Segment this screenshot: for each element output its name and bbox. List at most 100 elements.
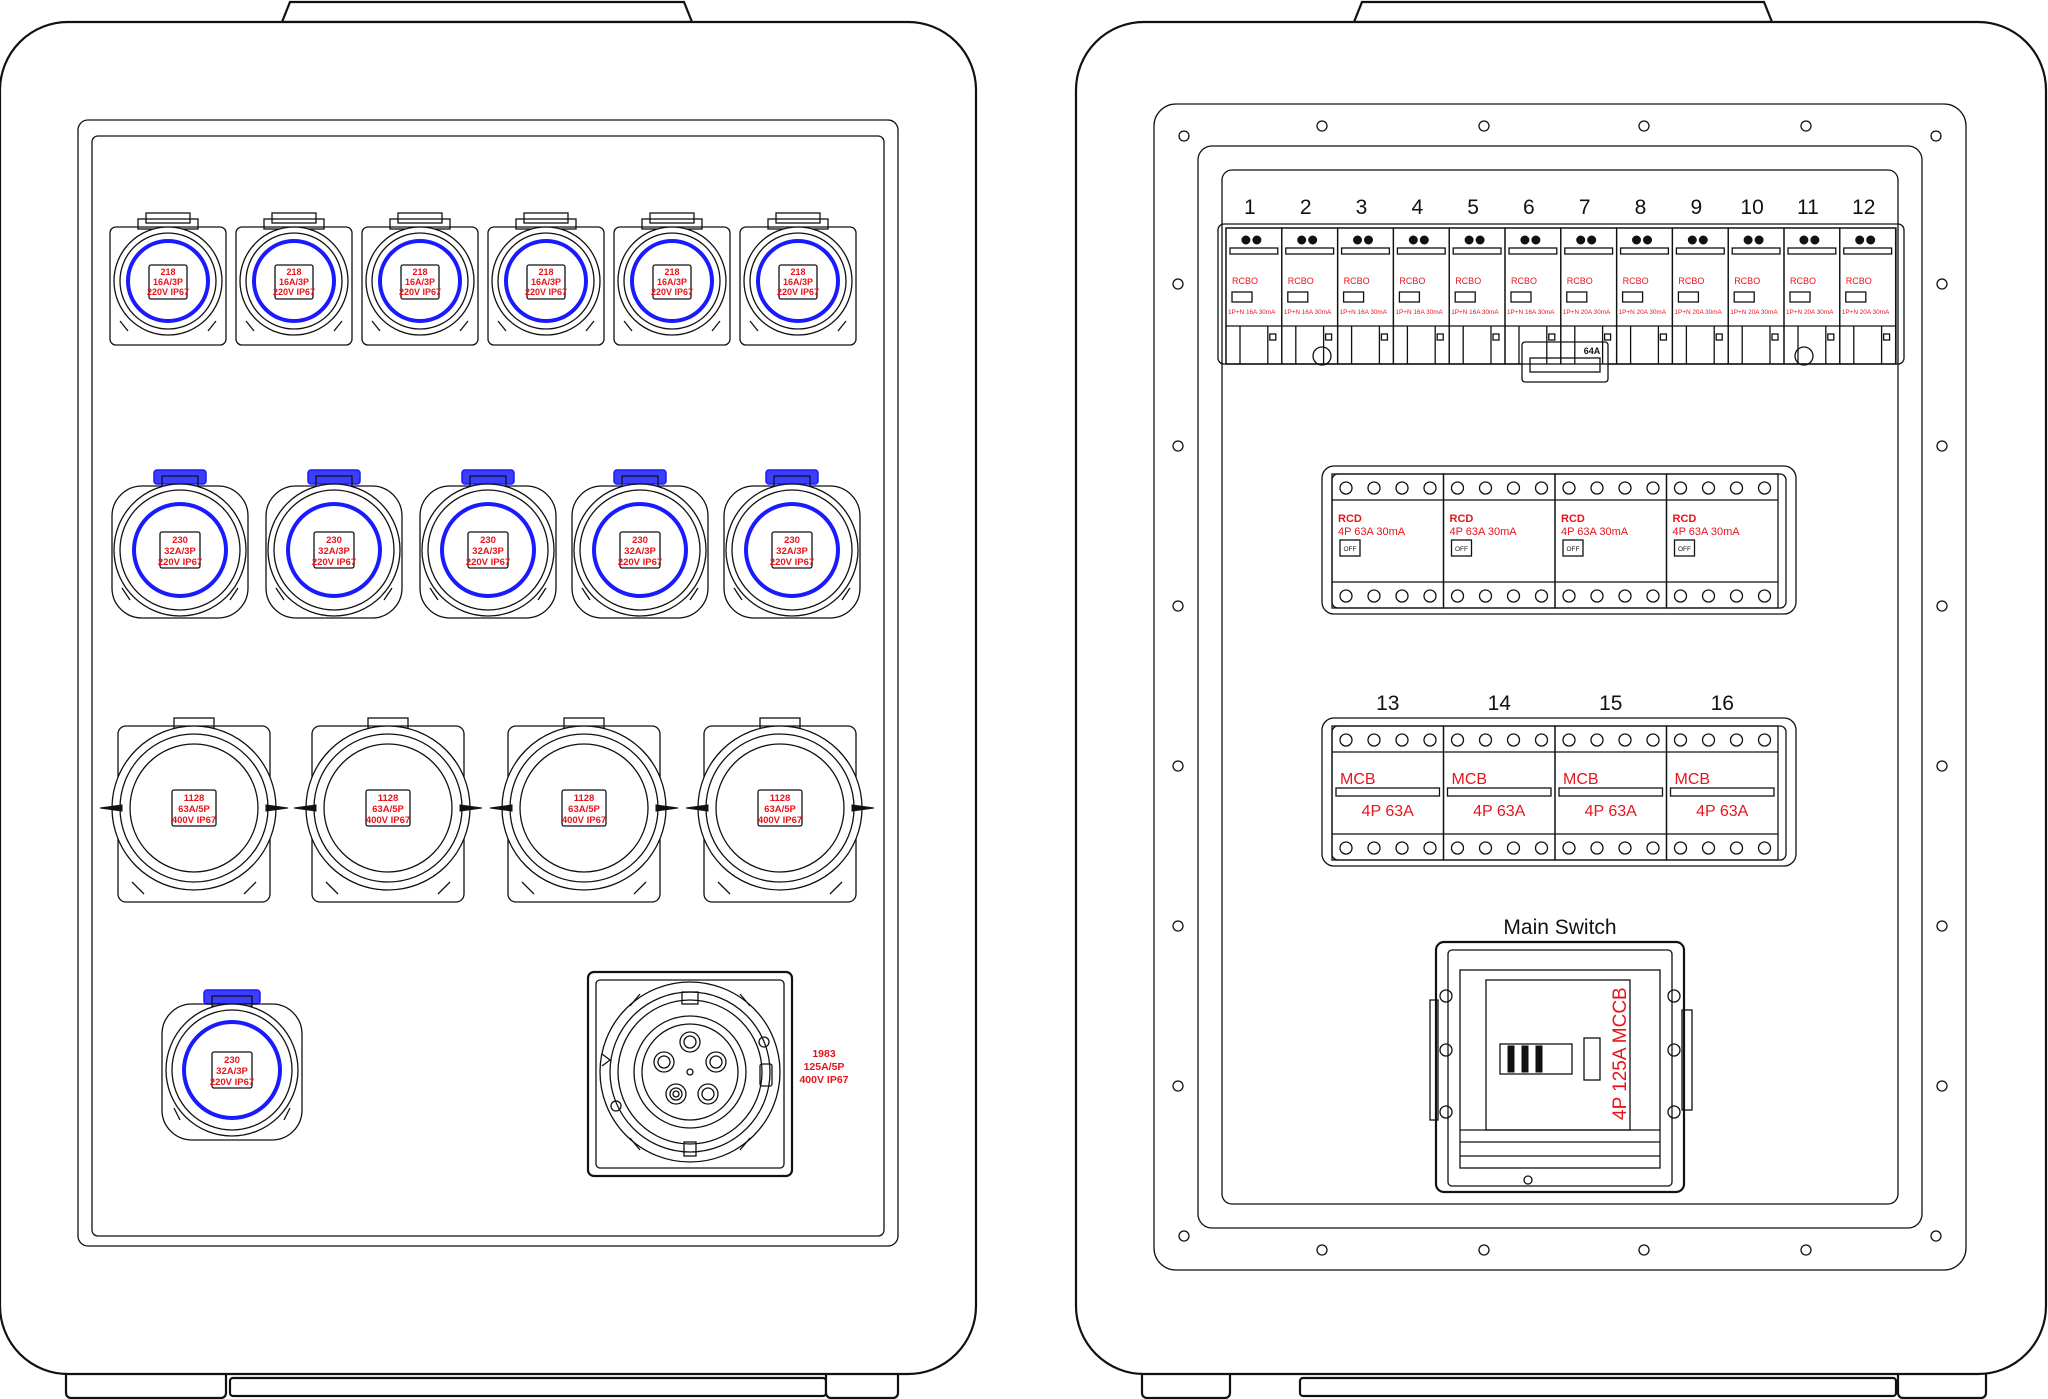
rcbo-module[interactable]: RCBO 1P+N 20A 30mA: [1615, 227, 1674, 365]
screw: [1936, 920, 1948, 932]
socket-label-l2: 32A/3P: [776, 546, 808, 557]
socket-32a-single[interactable]: 230 32A/3P 220V IP67: [161, 989, 303, 1141]
screw: [1172, 1080, 1184, 1092]
mcb-rating: 4P 63A: [1473, 803, 1526, 820]
rcd-type: RCD: [1450, 513, 1474, 525]
socket-label-voltage: 220V IP67: [210, 1077, 254, 1088]
socket-label-l3: 220V IP67: [312, 557, 356, 568]
circuit-number: 13: [1376, 692, 1399, 715]
rcd-type: RCD: [1561, 513, 1585, 525]
mcb-rating: 4P 63A: [1696, 803, 1749, 820]
rcbo-type: RCBO: [1623, 276, 1649, 286]
circuit-number: 15: [1599, 692, 1622, 715]
circuit-number: 4: [1411, 196, 1423, 219]
screw: [1930, 1230, 1942, 1242]
socket-label-l3: 220V IP67: [618, 557, 662, 568]
terminal-label: 64A: [1584, 346, 1601, 356]
inlet-label-code: 1983: [812, 1048, 836, 1060]
rcd-type: RCD: [1338, 513, 1362, 525]
socket-label-l3: 400V IP67: [366, 815, 410, 826]
mccb-label: 4P 125A MCCB: [1610, 987, 1631, 1120]
rcbo-type: RCBO: [1232, 276, 1258, 286]
circuit-number: 16: [1711, 692, 1734, 715]
main-switch[interactable]: Main Switch 4P 125A MCCB: [1429, 916, 1693, 1194]
screw: [1800, 1244, 1812, 1256]
screw: [1172, 760, 1184, 772]
socket-label-l1: 230: [480, 535, 496, 546]
socket-label-l1: 218: [538, 267, 553, 277]
rcbo-type: RCBO: [1399, 276, 1425, 286]
screw: [1936, 600, 1948, 612]
circuit-number: 2: [1300, 196, 1312, 219]
socket-label-l3: 220V IP67: [273, 287, 315, 297]
circuit-number: 12: [1852, 196, 1875, 219]
socket-label-l2: 16A/3P: [153, 277, 183, 287]
socket-label-l2: 32A/3P: [164, 546, 196, 557]
socket-label-l2: 16A/3P: [657, 277, 687, 287]
rcd-rating: 4P 63A 30mA: [1673, 526, 1741, 538]
socket-label-l1: 218: [412, 267, 427, 277]
screw: [1478, 120, 1490, 132]
socket-label-l2: 16A/3P: [783, 277, 813, 287]
rcd-state: OFF: [1678, 546, 1691, 553]
rcbo-type: RCBO: [1344, 276, 1370, 286]
screw: [1638, 120, 1650, 132]
circuit-number: 8: [1635, 196, 1647, 219]
socket-label-l1: 218: [790, 267, 805, 277]
rcbo-rating: 1P+N 16A 30mA: [1228, 309, 1276, 316]
screw: [1178, 130, 1190, 142]
rcbo-type: RCBO: [1734, 276, 1760, 286]
rcbo-rating: 1P+N 16A 30mA: [1451, 309, 1499, 316]
screw: [1172, 920, 1184, 932]
circuit-number: 10: [1740, 196, 1763, 219]
socket-label-l3: 220V IP67: [525, 287, 567, 297]
socket-label-l2: 63A/5P: [764, 804, 796, 815]
circuit-number: 6: [1523, 196, 1535, 219]
rcbo-module[interactable]: RCBO 1P+N 16A 30mA: [1336, 227, 1395, 365]
screw: [1936, 440, 1948, 452]
rcbo-rating: 1P+N 20A 30mA: [1842, 309, 1890, 316]
inlet-125a[interactable]: 1983 125A/5P 400V IP67: [586, 970, 849, 1178]
rcbo-module[interactable]: RCBO 1P+N 20A 30mA: [1671, 227, 1729, 365]
rcd-rating: 4P 63A 30mA: [1561, 526, 1629, 538]
rcbo-rating: 1P+N 20A 30mA: [1674, 309, 1722, 316]
rcbo-rating: 1P+N 16A 30mA: [1340, 309, 1388, 316]
screw: [1936, 760, 1948, 772]
mcb-rating: 4P 63A: [1362, 803, 1415, 820]
rcbo-rating: 1P+N 20A 30mA: [1619, 309, 1667, 316]
rcd-state: OFF: [1344, 546, 1357, 553]
circuit-number: 1: [1244, 196, 1256, 219]
socket-label-l3: 220V IP67: [147, 287, 189, 297]
circuit-number: 11: [1797, 196, 1819, 219]
socket-label-l1: 1128: [574, 793, 595, 804]
rcbo-rating: 1P+N 20A 30mA: [1730, 309, 1778, 316]
rcbo-type: RCBO: [1678, 276, 1704, 286]
socket-label-l3: 220V IP67: [651, 287, 693, 297]
